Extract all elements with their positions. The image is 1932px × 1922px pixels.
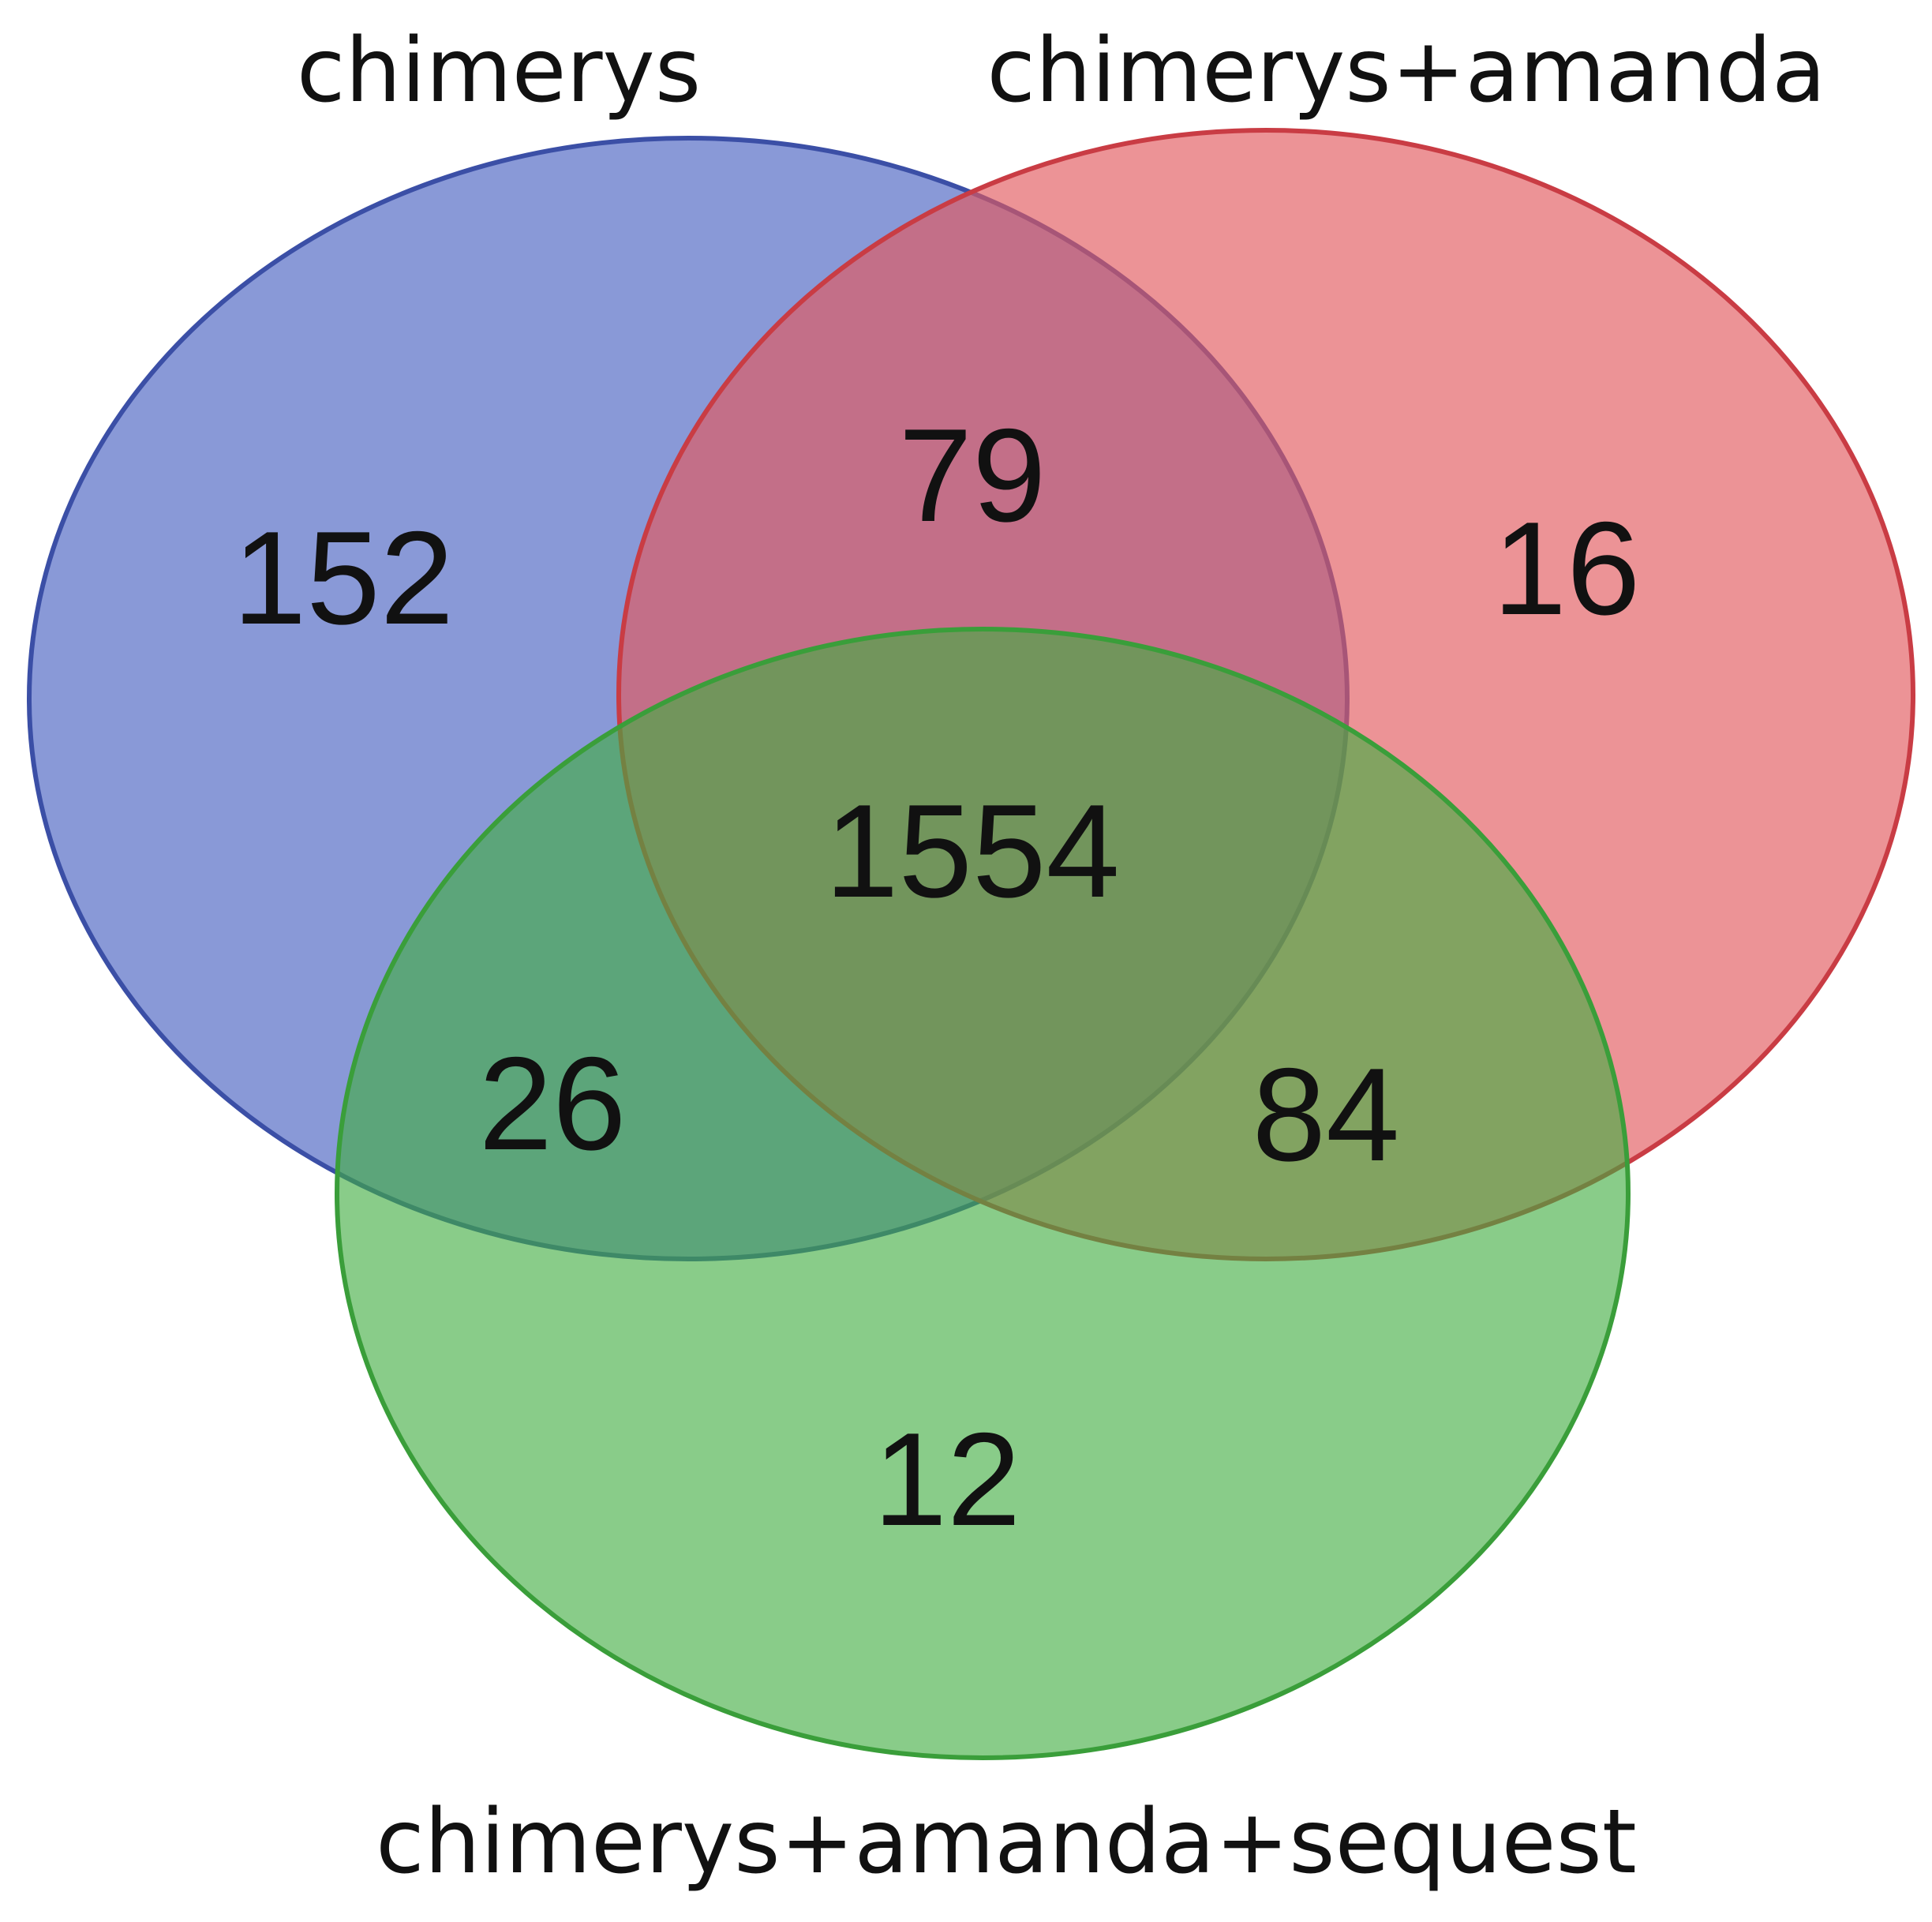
region-count-all-three: 1554 (825, 777, 1120, 925)
set-ellipse-chimerys-amanda-sequest (335, 627, 1631, 1760)
region-count-amanda-sequest: 84 (1252, 1040, 1400, 1189)
set-label-chimerys-amanda: chimerys+amanda (987, 20, 1825, 122)
region-count-chimerys-only: 152 (233, 504, 454, 652)
region-count-chimerys-amanda: 79 (899, 401, 1046, 549)
set-label-chimerys: chimerys (297, 20, 701, 122)
region-count-amanda-only: 16 (1493, 494, 1641, 643)
set-label-chimerys-amanda-sequest: chimerys+amanda+sequest (376, 1791, 1637, 1894)
region-count-chimerys-sequest: 26 (479, 1029, 627, 1178)
region-count-sequest-only: 12 (874, 1405, 1021, 1553)
